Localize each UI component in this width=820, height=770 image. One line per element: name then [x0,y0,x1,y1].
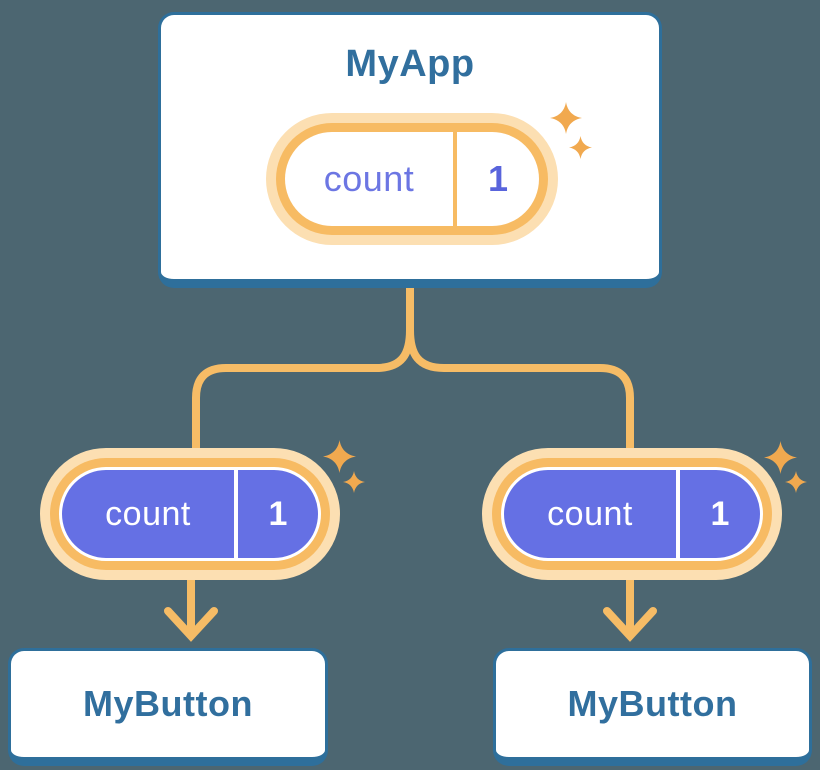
sparkle-icon-left-large [323,440,356,473]
prop-pill-right-body: count 1 [501,467,763,561]
mybutton-card-right: MyButton [493,648,812,766]
sparkle-icon-top-small [569,136,592,159]
prop-pill-left-value: 1 [268,494,288,533]
prop-pill-right-value: 1 [710,494,730,533]
state-pill-body: count 1 [285,132,539,226]
prop-pill-right-label: count [547,494,633,533]
down-arrow-right-icon [603,574,657,642]
mybutton-card-left: MyButton [8,648,328,766]
state-pill-ring: count 1 [276,123,548,235]
myapp-title: MyApp [345,43,475,85]
prop-pill-left-divider [234,470,238,558]
prop-pill-right-ring: count 1 [492,458,772,570]
state-pill-value: 1 [487,158,509,199]
sparkle-icon-top-large [550,102,582,134]
sparkle-icon-right-small [785,471,807,493]
state-pill: count 1 [266,113,558,245]
state-pill-label: count [323,158,415,199]
state-pill-divider [453,132,457,226]
down-arrow-left-icon [164,574,218,642]
prop-pill-left-body: count 1 [59,467,321,561]
prop-pill-right: count 1 [482,448,782,580]
connector-branch-left [192,286,414,452]
prop-pill-right-divider [676,470,680,558]
prop-pill-left: count 1 [40,448,340,580]
prop-pill-left-ring: count 1 [50,458,330,570]
mybutton-left-title: MyButton [83,683,253,724]
mybutton-right-title: MyButton [567,683,738,724]
sparkle-icon-right-large [764,441,797,474]
sparkle-icon-left-small [343,471,365,493]
prop-pill-left-label: count [105,494,191,533]
connector-branch-right [406,286,634,452]
